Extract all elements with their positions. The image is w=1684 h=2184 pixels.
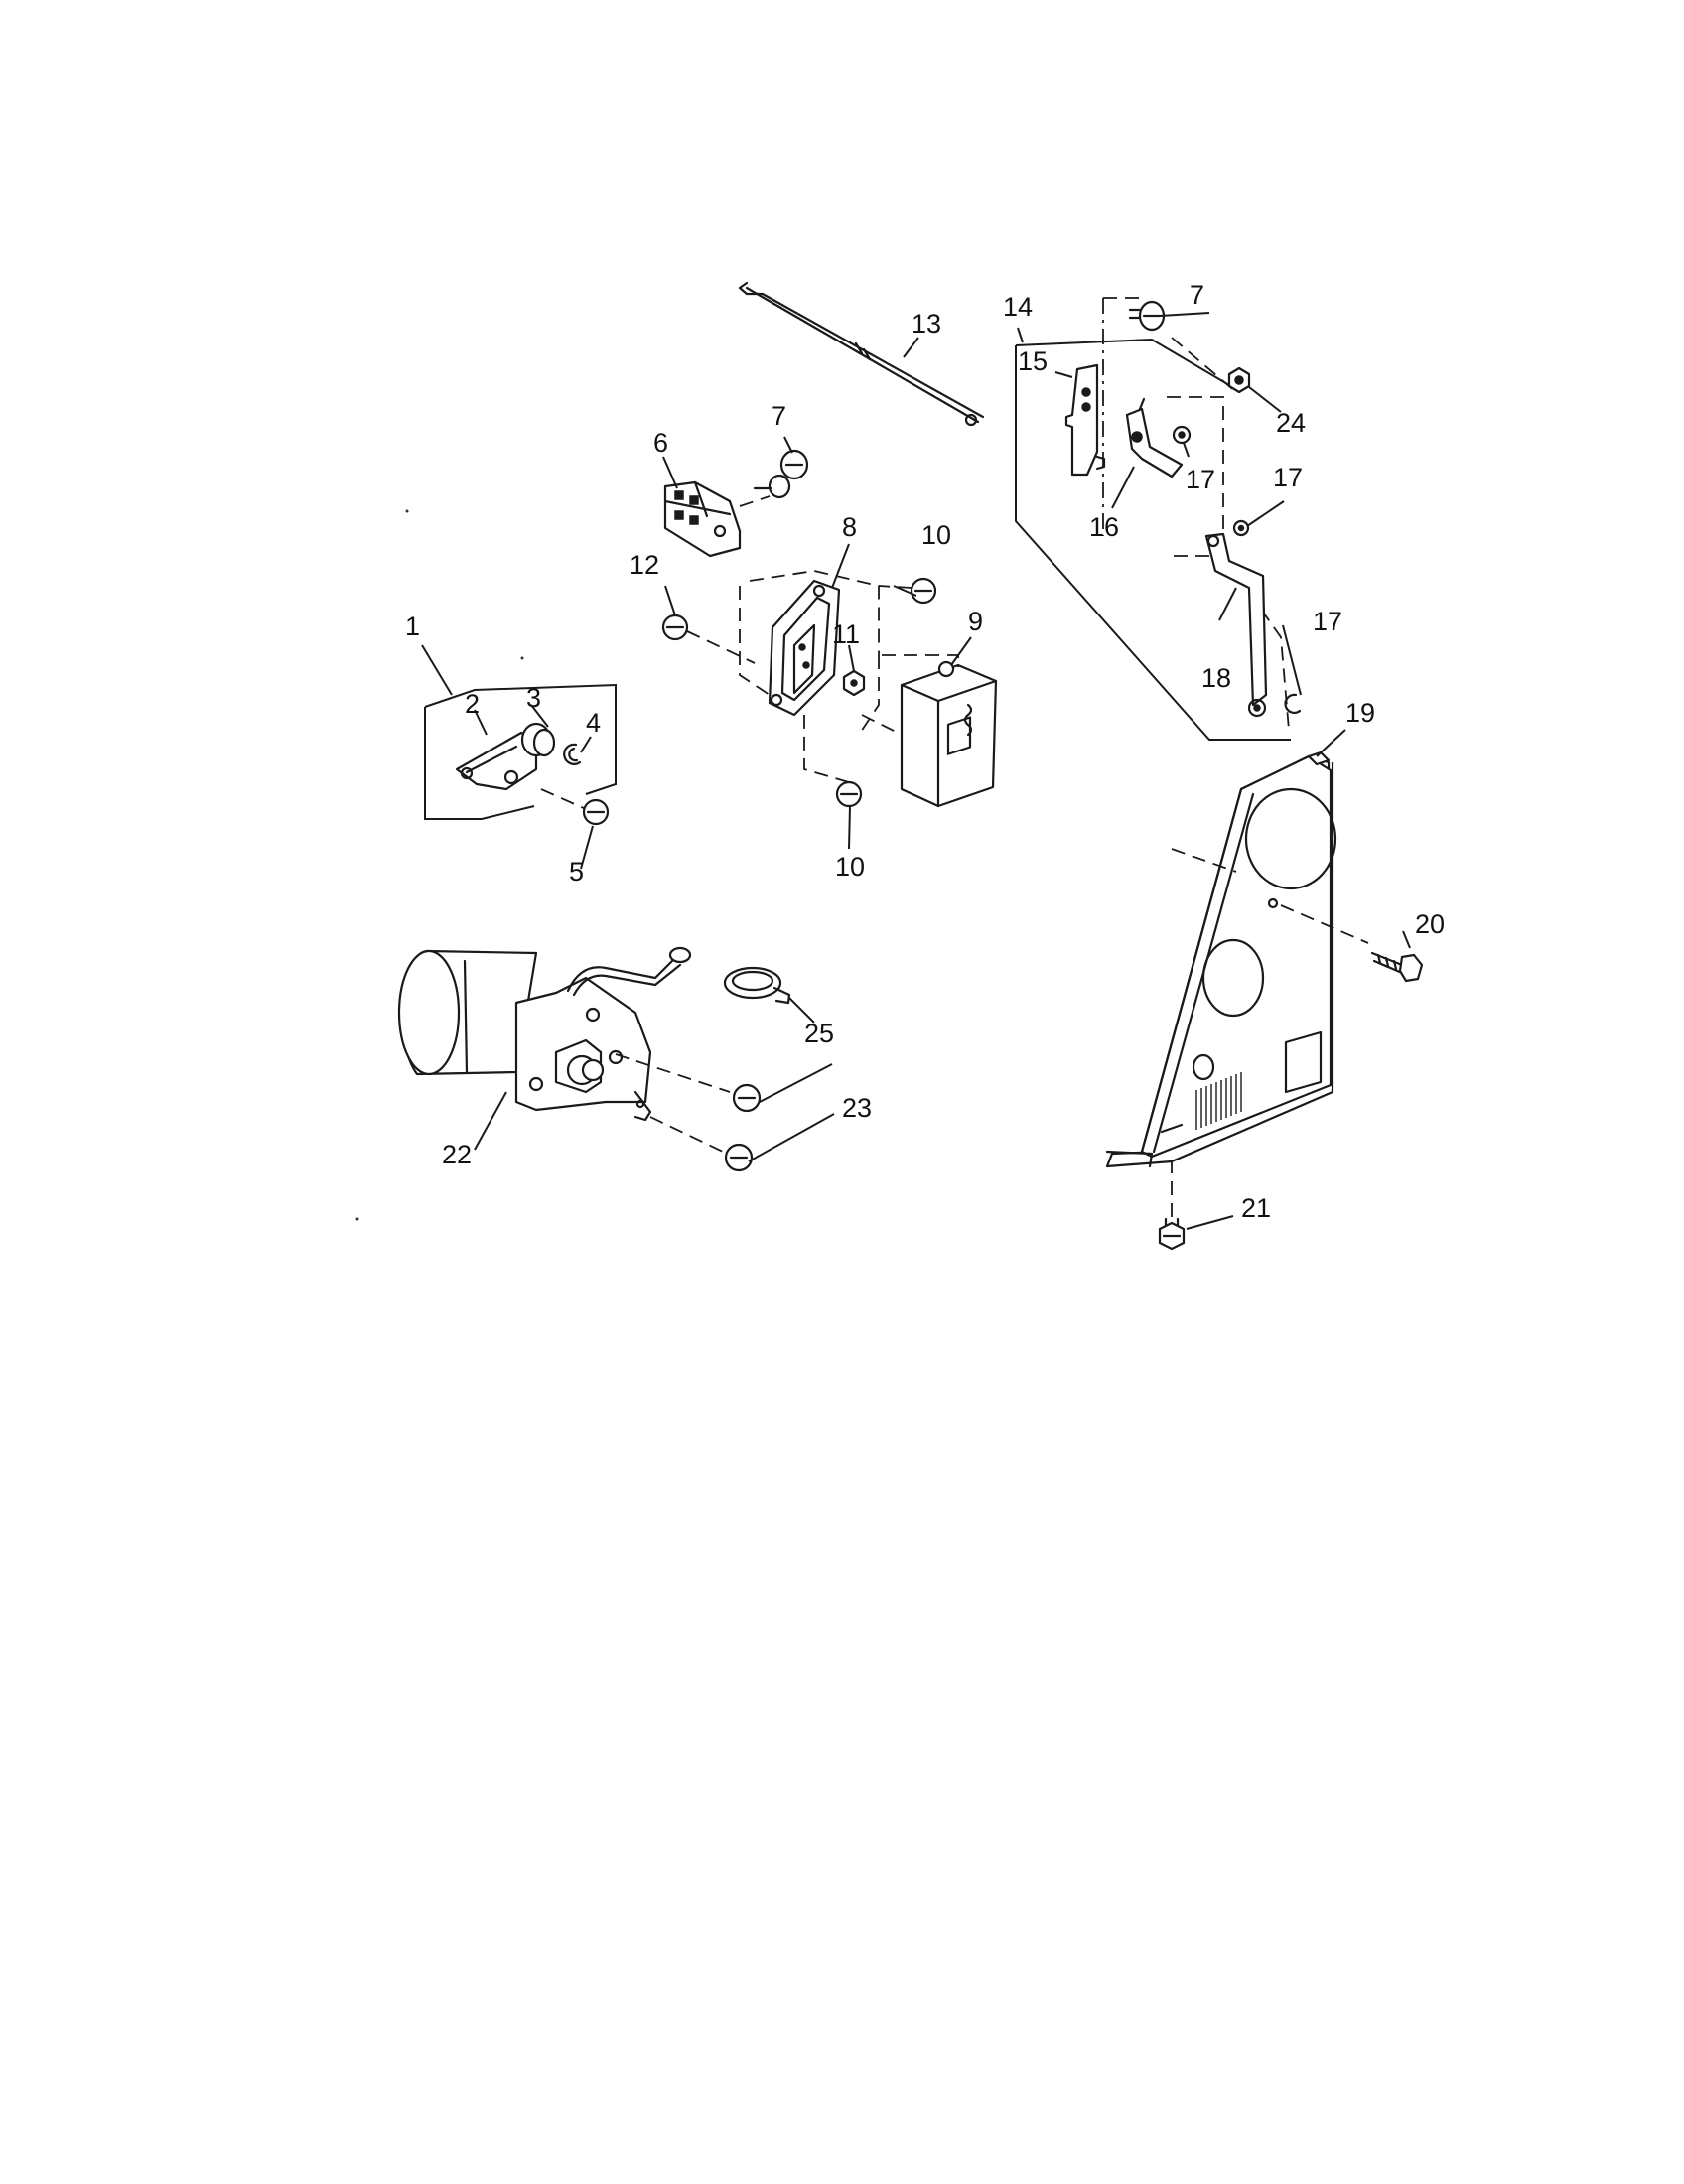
screw-5: [540, 788, 610, 826]
callout-20: 20: [1415, 909, 1445, 939]
screw-23-upper: [615, 1053, 762, 1113]
callout-5: 5: [569, 857, 584, 887]
callout-24: 24: [1276, 408, 1306, 438]
callout-7-left: 7: [772, 401, 786, 431]
callout-3: 3: [526, 683, 541, 713]
clip-17-b: [1232, 519, 1250, 537]
callout-6: 6: [653, 428, 668, 458]
scan-speck: [520, 656, 524, 660]
nut-11: [842, 669, 866, 697]
callout-25: 25: [804, 1019, 834, 1048]
leader-lines: [421, 312, 1411, 1230]
callout-22: 22: [442, 1140, 472, 1169]
clip-17-c: [1284, 693, 1302, 714]
part-3-roller: [520, 722, 556, 757]
screw-7-left: [753, 449, 809, 499]
callout-15: 15: [1018, 346, 1048, 376]
part-15-bracket: [1064, 363, 1106, 477]
scan-speck: [405, 509, 409, 513]
part-9-switch-box: [858, 654, 998, 808]
callout-7-upper: 7: [1190, 280, 1204, 310]
part-8-frame: [739, 570, 880, 717]
callout-19: 19: [1345, 698, 1375, 728]
callout-labels: 1 2 3 4 5 6 7 7 8 9 10 10 11 12 13 14 15…: [405, 280, 1445, 1223]
part-4-washer: [563, 743, 582, 765]
screw-21: [1158, 1217, 1186, 1251]
part-13-rod: [738, 281, 985, 427]
callout-13: 13: [912, 309, 941, 339]
callout-12: 12: [630, 550, 659, 580]
clip-17-a: [1172, 425, 1192, 445]
screw-23-lower: [649, 1116, 754, 1172]
screw-10-upper: [878, 577, 937, 605]
screw-7-upper: [1128, 300, 1166, 332]
part-18-linkage: [1204, 532, 1268, 718]
callout-17-c: 17: [1313, 607, 1342, 636]
callout-14: 14: [1003, 292, 1033, 322]
callout-21: 21: [1241, 1193, 1271, 1223]
part-16-lever: [1125, 397, 1184, 478]
assembly-1-outline: [424, 683, 617, 820]
callout-10-lower: 10: [835, 852, 865, 882]
screw-10-lower: [803, 715, 863, 808]
callout-17-a: 17: [1186, 465, 1215, 494]
part-2-bracket: [455, 731, 538, 791]
part-25-clamp: [723, 966, 791, 1005]
part-19-side-cover: [1105, 751, 1369, 1221]
nut-24: [1227, 366, 1251, 394]
callout-11: 11: [832, 619, 860, 649]
callout-10-upper: 10: [921, 520, 951, 550]
callout-2: 2: [465, 689, 480, 719]
callout-16: 16: [1089, 512, 1119, 542]
callout-8: 8: [842, 512, 857, 542]
screw-20: [1370, 951, 1424, 983]
part-6-bracket: [663, 480, 771, 558]
screw-12: [661, 614, 756, 664]
scan-speck: [355, 1217, 359, 1221]
callout-9: 9: [968, 607, 983, 636]
callout-23: 23: [842, 1093, 872, 1123]
assembly-14-outline: [1015, 297, 1291, 741]
callout-1: 1: [405, 612, 420, 641]
vent-grille: [1195, 1072, 1242, 1130]
callout-4: 4: [586, 708, 601, 738]
callout-18: 18: [1201, 663, 1231, 693]
callout-17-b: 17: [1273, 463, 1303, 492]
part-22-motor: [397, 946, 692, 1122]
